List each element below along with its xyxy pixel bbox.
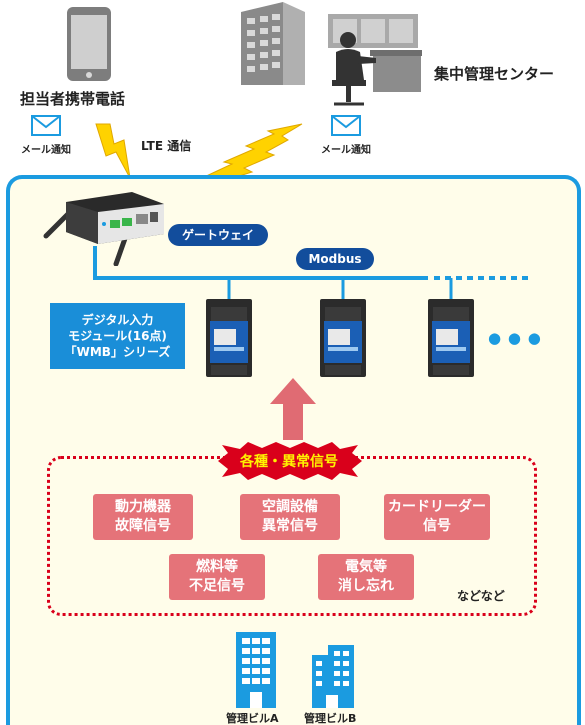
module-line-3: 「WMB」シリーズ <box>64 345 171 359</box>
phone-label: 担当者携帯電話 <box>20 90 126 108</box>
signal-line-1: 動力機器 <box>115 499 171 515</box>
gateway-label: ゲートウェイ <box>168 224 268 246</box>
mail-notify-label-right: メール通知 <box>321 145 371 156</box>
signal-line-1: 空調設備 <box>262 499 318 515</box>
signal-line-1: カードリーダー <box>388 499 486 515</box>
building-b-icon <box>312 645 354 708</box>
signal-line-1: 燃料等 <box>196 559 238 575</box>
signal-line-2: 消し忘れ <box>338 578 394 594</box>
signal-box: 空調設備 異常信号 <box>240 494 340 540</box>
io-module-icon <box>428 299 474 377</box>
smartphone-icon <box>67 7 111 81</box>
module-line-2: モジュール(16点) <box>68 329 167 343</box>
signal-box: 電気等 消し忘れ <box>318 554 414 600</box>
up-arrow-icon <box>270 378 316 440</box>
more-dots: ● ● ● <box>488 329 542 347</box>
module-description-box: デジタル入力 モジュール(16点) 「WMB」シリーズ <box>50 303 185 369</box>
io-module-icon <box>206 299 252 377</box>
signal-box: カードリーダー 信号 <box>384 494 490 540</box>
building-a-label: 管理ビルA <box>226 712 279 725</box>
modbus-label: Modbus <box>296 248 374 270</box>
operator-desk-icon <box>328 14 422 106</box>
lte-label: LTE 通信 <box>141 139 192 153</box>
io-module-icon <box>320 299 366 377</box>
center-label: 集中管理センター <box>434 65 555 83</box>
mail-icon <box>31 115 61 136</box>
signal-line-2: 信号 <box>423 518 451 534</box>
mail-notify-label-left: メール通知 <box>21 145 71 156</box>
signal-box: 動力機器 故障信号 <box>93 494 193 540</box>
signal-box: 燃料等 不足信号 <box>169 554 265 600</box>
gateway-device-icon <box>43 192 164 266</box>
signal-line-2: 異常信号 <box>262 518 318 534</box>
office-building-icon <box>241 2 305 85</box>
signal-line-1: 電気等 <box>345 559 387 575</box>
lightning-icon <box>95 123 131 179</box>
module-line-1: デジタル入力 <box>81 313 154 327</box>
signal-line-2: 不足信号 <box>189 578 245 594</box>
signal-line-2: 故障信号 <box>115 518 171 534</box>
etc-label: などなど <box>457 589 505 603</box>
building-a-icon <box>236 632 276 708</box>
signals-title: 各種・異常信号 <box>240 454 338 470</box>
burst-shape <box>218 442 362 480</box>
building-b-label: 管理ビルB <box>304 712 357 725</box>
mail-icon <box>331 115 361 136</box>
